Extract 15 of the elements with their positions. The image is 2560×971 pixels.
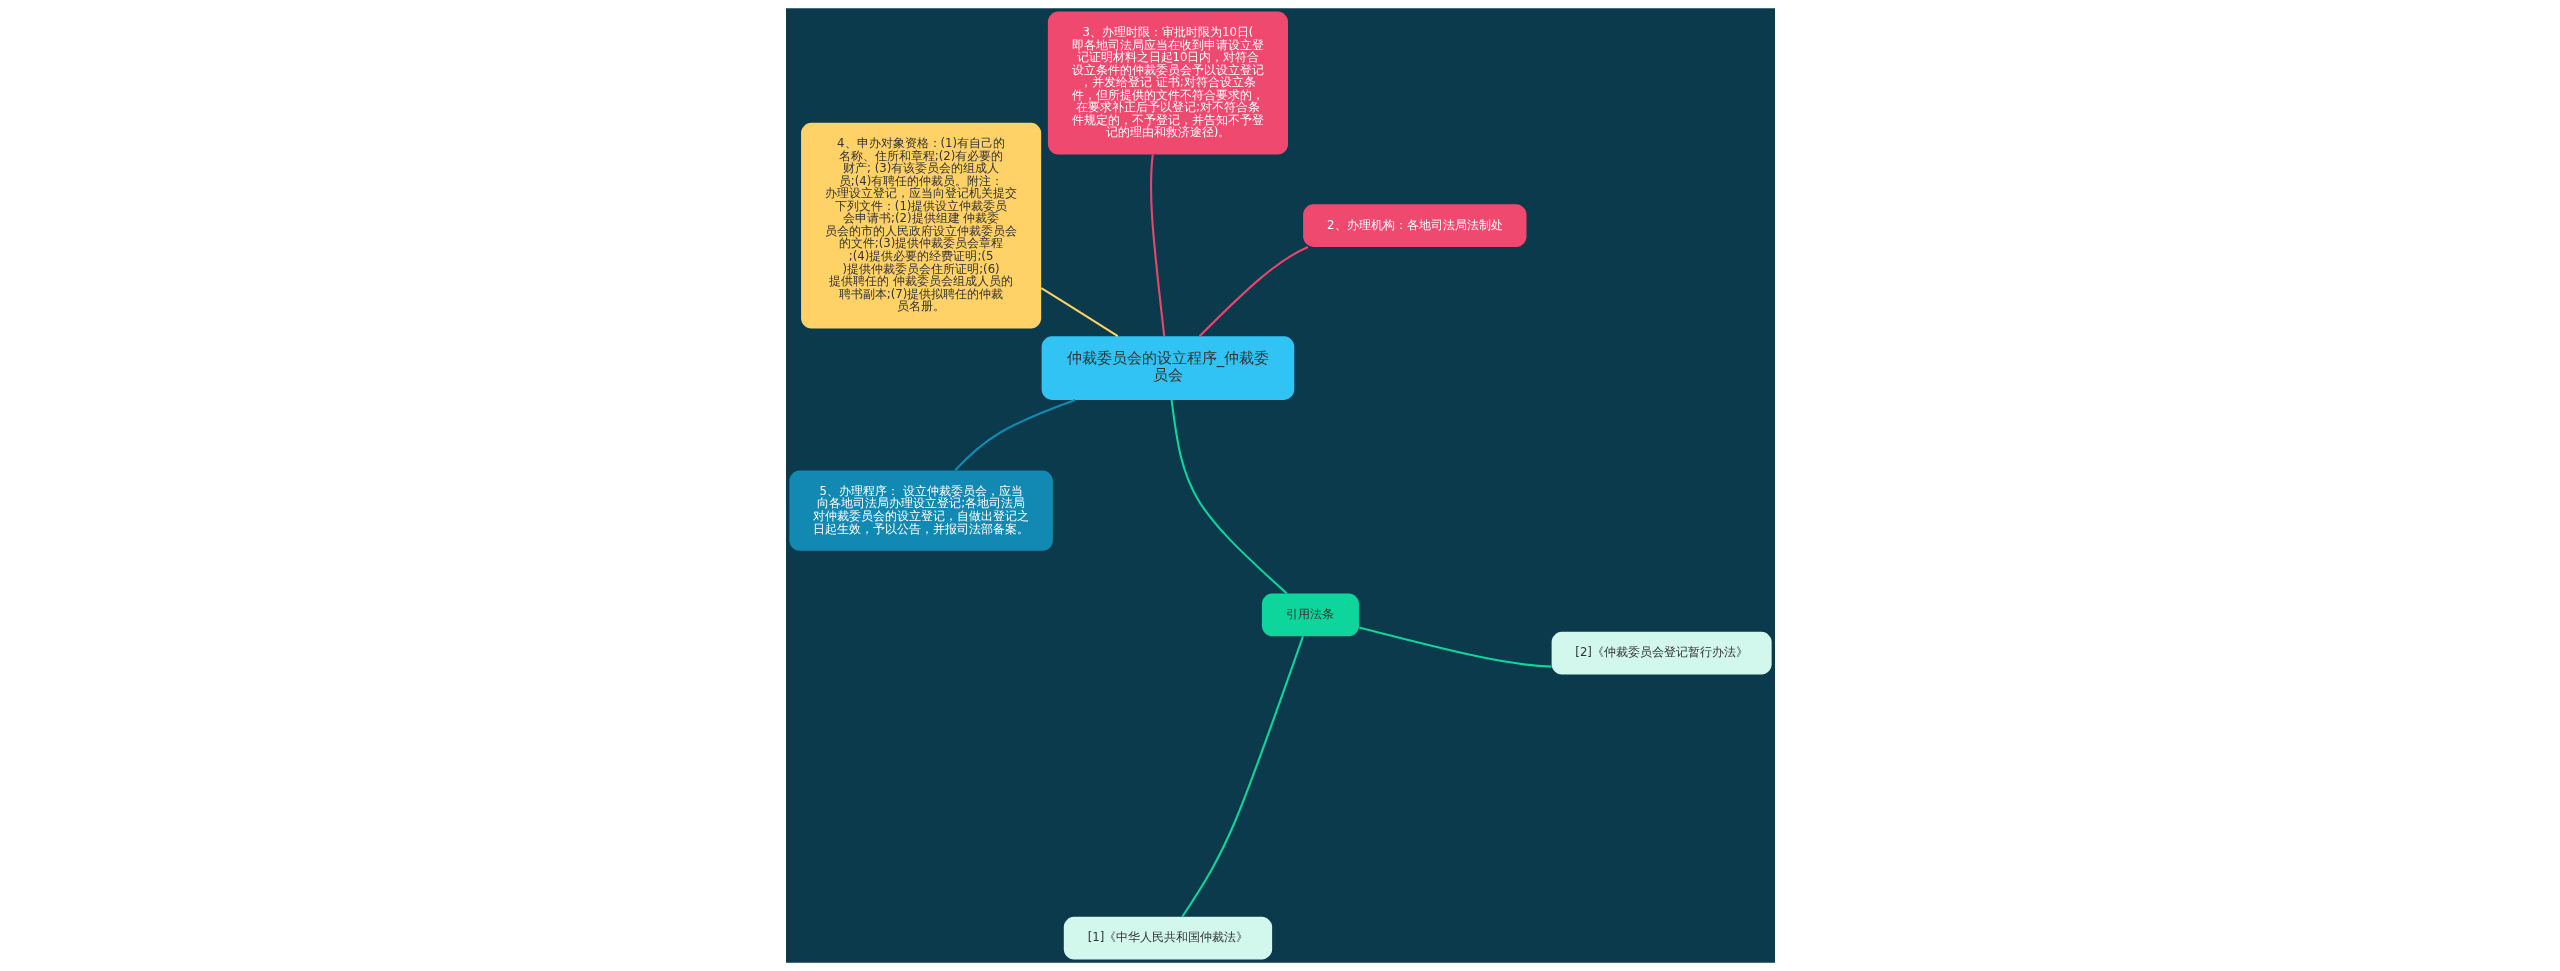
connector <box>1170 399 1288 595</box>
node-box: [2]《仲裁委员会登记暂行办法》 <box>1551 631 1772 675</box>
node-box: 4、申办对象资格：(1)有自己的名称、住所和章程;(2)有必要的财产; (3)有该委员会的组成人员;(4)有聘任的仲裁员。附注：办理设立登记，应当向登记机关提交下列文件：(1)提供设立仲裁委员会申请书;(2)提供组建 仲裁委员会的市的人民政府设立仲裁委员会的文件;(3)提供仲裁委员会章程;(4)提供必要的经费证明;(5)提供仲裁委员会住所证明;(6)提供聘任的 仲裁委员会组成人员的聘书副本;(7)提供拟聘任的仲裁员名册。 <box>800 122 1041 329</box>
node-box: 3、办理时限：审批时限为10日(即各地司法局应当在收到申请设立登记证明材料之日起10日内，对符合设立条件的仲裁委员会予以设立登记，并发给登记 证书;对符合设立条件，但所提供的文件不符合要求的，在要求补正后予以登记;对不符合条件规定的，不予登记，并告知不予登记的理由和救济途径)。 <box>1047 11 1288 155</box>
connector <box>1180 635 1304 918</box>
node-box: 2、办理机构：各地司法局法制处 <box>1302 204 1526 247</box>
node-box: 仲裁委员会的设立程序_仲裁委员会 <box>1041 336 1294 400</box>
connector <box>953 398 1075 472</box>
connector <box>1198 246 1308 337</box>
node-box: [1]《中华人民共和国仲裁法》 <box>1063 916 1272 960</box>
node-box: 5、办理程序： 设立仲裁委员会，应当向各地司法局办理设立登记;各地司法局对仲裁委员会的设立登记，自做出登记之日起生效，予以公告，并报司法部备案。 <box>788 470 1053 551</box>
connector <box>1358 626 1552 668</box>
connector <box>1149 154 1165 337</box>
node-box: 引用法条 <box>1261 593 1359 637</box>
connector <box>1040 287 1118 338</box>
